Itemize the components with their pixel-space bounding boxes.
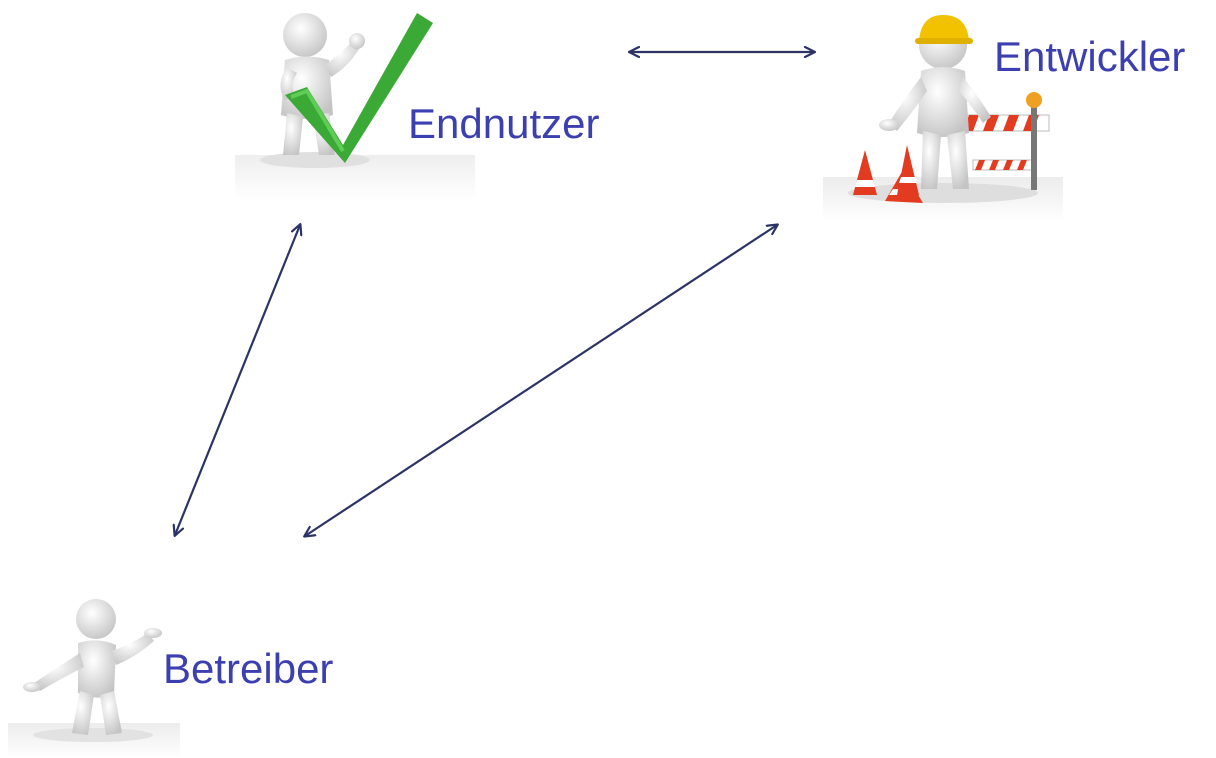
endnutzer-label: Endnutzer bbox=[408, 100, 600, 147]
arrow-entwickler-betreiber bbox=[305, 225, 777, 536]
person-presenting-icon bbox=[8, 599, 180, 758]
betreiber-label: Betreiber bbox=[163, 645, 334, 692]
construction-worker-icon bbox=[823, 15, 1063, 223]
entwickler-label: Entwickler bbox=[994, 33, 1186, 80]
arrow-endnutzer-betreiber bbox=[175, 225, 300, 535]
person-checkmark-icon bbox=[235, 13, 475, 200]
